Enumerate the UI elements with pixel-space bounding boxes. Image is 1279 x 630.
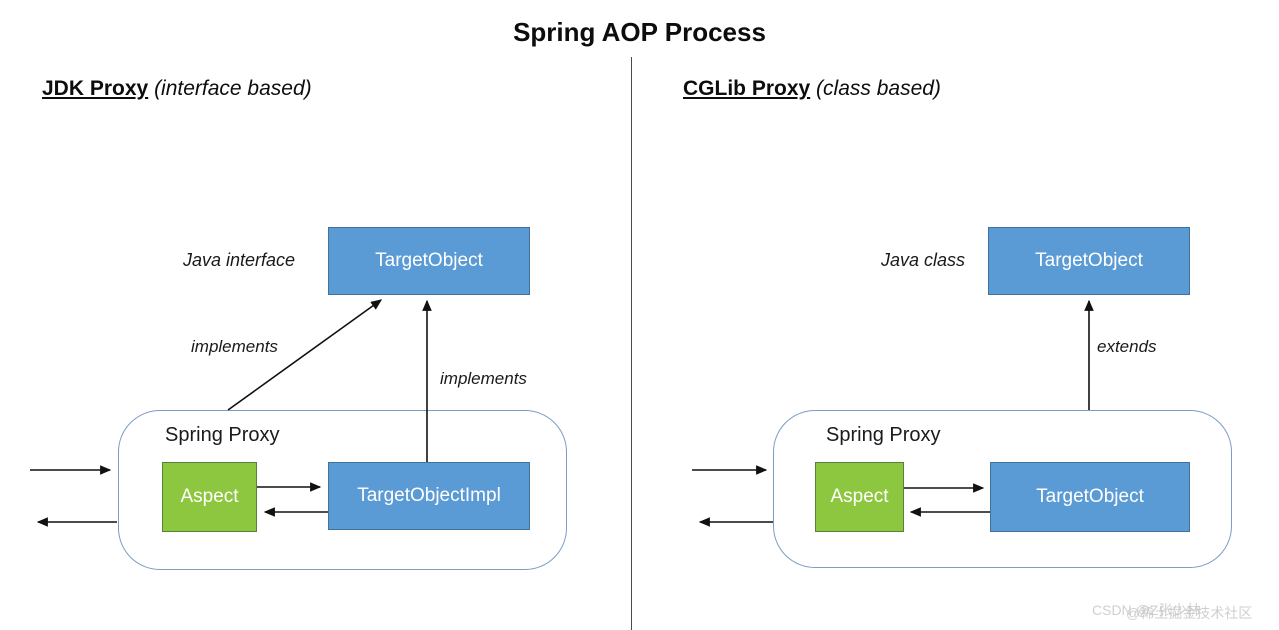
jdk-target-object-box: TargetObject [328,227,530,295]
implements-label-vertical: implements [440,369,527,388]
cglib-inner-target-object-box-label: TargetObject [1036,486,1144,507]
cglib-target-object-box: TargetObject [988,227,1190,295]
cglib-aspect-box: Aspect [815,462,904,532]
cglib-target-object-box-label: TargetObject [1035,250,1143,271]
watermark-juejin: @稀土掘金技术社区 [1126,605,1253,621]
java-class-label: Java class [881,250,966,270]
jdk-aspect-box-label: Aspect [180,486,239,507]
jdk-proxy-heading-title: JDK Proxy [42,77,149,100]
vertical-divider [631,57,632,630]
jdk-proxy-implements-arrow [227,299,383,411]
jdk-target-object-impl-box-label: TargetObjectImpl [357,485,501,506]
cglib-proxy-heading-note: (class based) [816,77,941,100]
jdk-aspect-box: Aspect [162,462,257,532]
cglib-proxy-heading-title: CGLib Proxy [683,77,811,100]
implements-label-diagonal: implements [191,337,278,356]
jdk-spring-proxy-label: Spring Proxy [165,424,280,446]
cglib-aspect-box-label: Aspect [830,486,889,507]
cglib-spring-proxy-label: Spring Proxy [826,424,941,446]
jdk-target-object-impl-box: TargetObjectImpl [328,462,530,530]
cglib-proxy-heading: CGLib Proxy (class based) [683,77,941,101]
extends-label: extends [1097,337,1157,356]
java-interface-label: Java interface [183,250,296,270]
jdk-target-object-box-label: TargetObject [375,250,483,271]
page-title: Spring AOP Process [513,17,766,47]
jdk-proxy-heading-note: (interface based) [154,77,312,100]
jdk-proxy-heading: JDK Proxy (interface based) [42,77,312,101]
watermark-csdn: CSDN @Z张少林 [1092,602,1201,618]
cglib-inner-target-object-box: TargetObject [990,462,1190,532]
